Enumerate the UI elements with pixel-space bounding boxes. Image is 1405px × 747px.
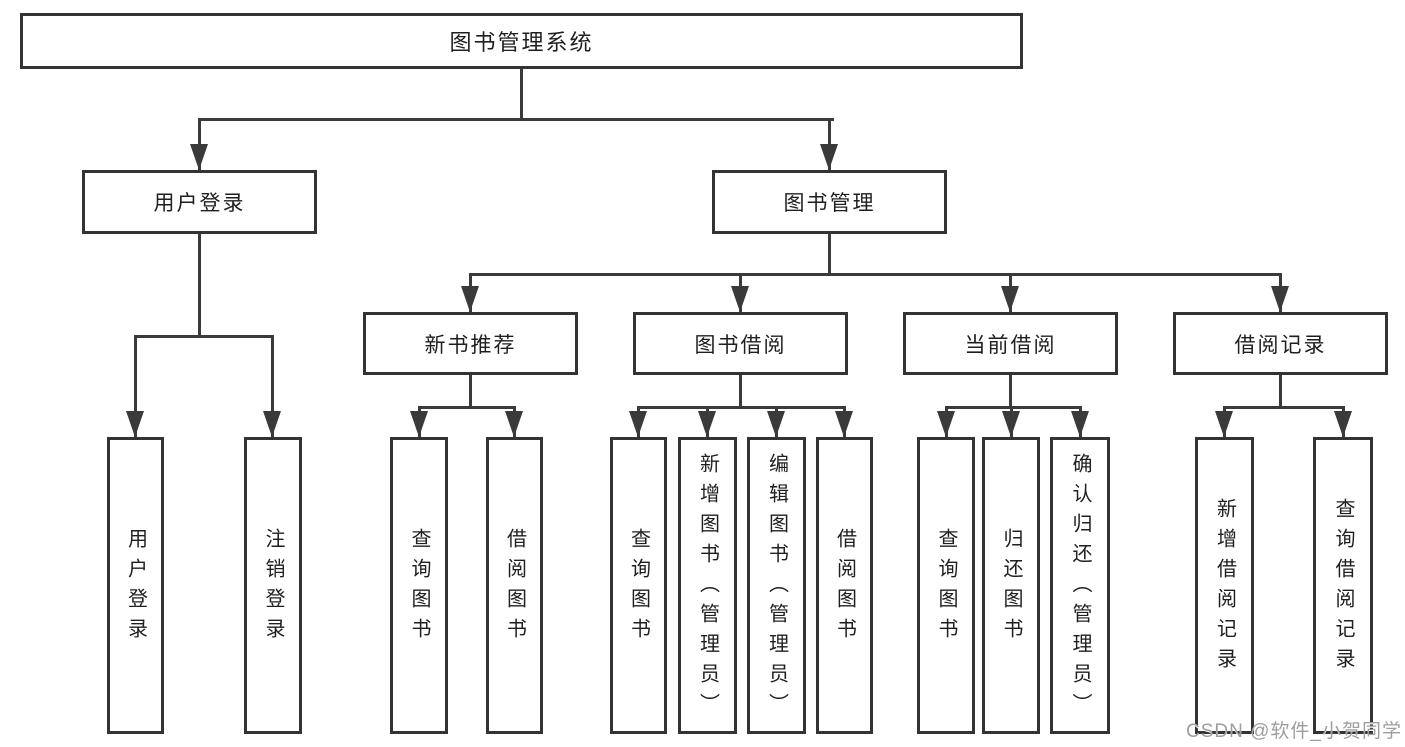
connector-line bbox=[469, 375, 472, 407]
node-borrowing-records: 借阅记录 bbox=[1173, 312, 1388, 375]
arrowhead-down-icon bbox=[937, 411, 955, 437]
leaf-add-book-admin: 新增图书（管理员） bbox=[678, 437, 737, 734]
leaf-borrow-books-2: 借阅图书 bbox=[816, 437, 873, 734]
leaf-query-books-2: 查询图书 bbox=[610, 437, 667, 734]
arrowhead-down-icon bbox=[263, 411, 281, 437]
leaf-borrow-books-1: 借阅图书 bbox=[486, 437, 543, 734]
connector-line bbox=[1009, 375, 1012, 407]
leaf-logout: 注销登录 bbox=[244, 437, 302, 734]
leaf-edit-book-admin: 编辑图书（管理员） bbox=[747, 437, 806, 734]
connector-line bbox=[828, 234, 831, 274]
connector-line bbox=[271, 335, 274, 437]
arrowhead-down-icon bbox=[1271, 286, 1289, 312]
arrowhead-down-icon bbox=[820, 144, 838, 170]
arrowhead-down-icon bbox=[835, 411, 853, 437]
arrowhead-down-icon bbox=[1334, 411, 1352, 437]
node-new-book-recommendation: 新书推荐 bbox=[363, 312, 578, 375]
node-user-login: 用户登录 bbox=[82, 170, 317, 234]
arrowhead-down-icon bbox=[1001, 286, 1019, 312]
connector-line bbox=[1279, 375, 1282, 407]
node-root-library-system: 图书管理系统 bbox=[20, 13, 1023, 69]
leaf-query-books-1: 查询图书 bbox=[390, 437, 448, 734]
node-book-borrowing: 图书借阅 bbox=[633, 312, 848, 375]
leaf-return-book: 归还图书 bbox=[982, 437, 1040, 734]
arrowhead-down-icon bbox=[1002, 411, 1020, 437]
arrowhead-down-icon bbox=[190, 144, 208, 170]
leaf-confirm-return-admin: 确认归还（管理员） bbox=[1050, 437, 1110, 734]
arrowhead-down-icon bbox=[505, 411, 523, 437]
connector-line bbox=[134, 335, 274, 338]
arrowhead-down-icon bbox=[410, 411, 428, 437]
connector-line bbox=[520, 68, 523, 119]
connector-line bbox=[739, 375, 742, 407]
connector-line bbox=[469, 273, 1282, 276]
connector-line bbox=[134, 335, 137, 437]
connector-line bbox=[1223, 406, 1345, 409]
arrowhead-down-icon bbox=[126, 411, 144, 437]
leaf-query-borrow-record: 查询借阅记录 bbox=[1313, 437, 1373, 734]
arrowhead-down-icon bbox=[1215, 411, 1233, 437]
node-book-management: 图书管理 bbox=[712, 170, 947, 234]
connector-line bbox=[637, 406, 846, 409]
arrowhead-down-icon bbox=[731, 286, 749, 312]
arrowhead-down-icon bbox=[1071, 411, 1089, 437]
csdn-watermark: CSDN @软件_小贺同学 bbox=[1186, 721, 1402, 742]
connector-line bbox=[945, 406, 1082, 409]
leaf-query-books-3: 查询图书 bbox=[917, 437, 975, 734]
connector-line bbox=[198, 234, 201, 335]
connector-line bbox=[418, 406, 516, 409]
arrowhead-down-icon bbox=[461, 286, 479, 312]
arrowhead-down-icon bbox=[767, 411, 785, 437]
arrowhead-down-icon bbox=[698, 411, 716, 437]
leaf-user-login: 用户登录 bbox=[107, 437, 164, 734]
node-current-borrowing: 当前借阅 bbox=[903, 312, 1118, 375]
leaf-add-borrow-record: 新增借阅记录 bbox=[1195, 437, 1254, 734]
arrowhead-down-icon bbox=[629, 411, 647, 437]
connector-line bbox=[198, 118, 834, 121]
